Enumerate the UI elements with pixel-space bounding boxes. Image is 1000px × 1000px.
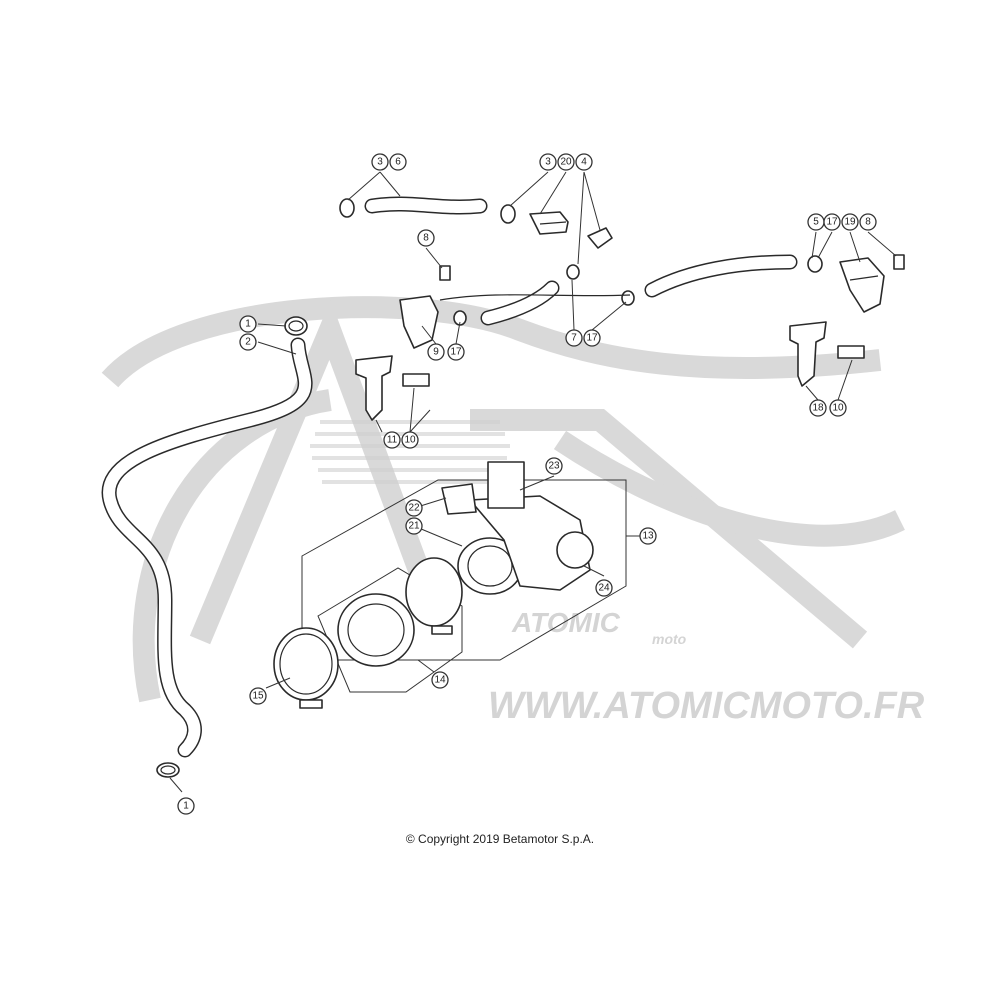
svg-text:6: 6 <box>395 157 401 168</box>
svg-text:23: 23 <box>548 461 560 472</box>
callout-17b[interactable]: 17 <box>447 343 465 361</box>
callout-17c[interactable]: 17 <box>583 329 601 347</box>
svg-text:8: 8 <box>423 233 429 244</box>
callout-21[interactable]: 21 <box>405 517 423 535</box>
svg-text:11: 11 <box>387 435 398 446</box>
callout-8[interactable]: 8 <box>417 229 435 247</box>
svg-text:13: 13 <box>642 531 654 542</box>
svg-text:24: 24 <box>598 583 610 594</box>
watermark: ATOMIC moto WWW.ATOMICMOTO.FR <box>101 296 925 727</box>
injector-left <box>355 355 430 421</box>
svg-text:20: 20 <box>560 157 572 168</box>
svg-text:3: 3 <box>545 157 551 168</box>
callout-23[interactable]: 23 <box>545 457 563 475</box>
callout-6[interactable]: 6 <box>389 153 407 171</box>
svg-text:1: 1 <box>245 319 251 330</box>
svg-text:10: 10 <box>404 435 416 446</box>
callout-11[interactable]: 11 <box>383 431 401 449</box>
callout-18[interactable]: 18 <box>809 399 827 417</box>
callout-3b[interactable]: 3 <box>539 153 557 171</box>
hose-top <box>339 196 516 224</box>
svg-text:19: 19 <box>844 217 856 228</box>
svg-text:17: 17 <box>826 217 838 228</box>
callout-19[interactable]: 19 <box>841 213 859 231</box>
hose-right <box>644 254 823 298</box>
callout-2[interactable]: 2 <box>239 333 257 351</box>
svg-text:3: 3 <box>377 157 383 168</box>
svg-text:5: 5 <box>813 217 819 228</box>
callout-5[interactable]: 5 <box>807 213 825 231</box>
callout-10[interactable]: 10 <box>401 431 419 449</box>
watermark-brand: ATOMIC <box>511 607 621 638</box>
svg-text:1: 1 <box>183 801 189 812</box>
callout-24[interactable]: 24 <box>595 579 613 597</box>
hose-clamp-bottom <box>156 762 180 778</box>
svg-text:18: 18 <box>812 403 824 414</box>
callout-4[interactable]: 4 <box>575 153 593 171</box>
copyright-notice: © Copyright 2019 Betamotor S.p.A. <box>405 832 595 846</box>
throttle-body <box>301 461 627 661</box>
svg-text:9: 9 <box>433 347 439 358</box>
callout-7[interactable]: 7 <box>565 329 583 347</box>
svg-text:4: 4 <box>581 157 587 168</box>
svg-text:15: 15 <box>252 691 264 702</box>
svg-text:21: 21 <box>408 521 420 532</box>
svg-text:8: 8 <box>865 217 871 228</box>
hose-left <box>101 337 313 758</box>
svg-text:7: 7 <box>571 333 577 344</box>
svg-text:22: 22 <box>408 503 420 514</box>
fuel-fitting-top <box>529 211 613 249</box>
callout-20[interactable]: 20 <box>557 153 575 171</box>
injector-right <box>789 321 865 387</box>
watermark-url: WWW.ATOMICMOTO.FR <box>488 685 925 727</box>
svg-text:17: 17 <box>586 333 598 344</box>
callout-13[interactable]: 13 <box>639 527 657 545</box>
callout-9[interactable]: 9 <box>427 343 445 361</box>
callout-14[interactable]: 14 <box>431 671 449 689</box>
svg-text:2: 2 <box>245 337 251 348</box>
clamp-15 <box>273 627 339 709</box>
callout-10b[interactable]: 10 <box>829 399 847 417</box>
callout-1b[interactable]: 1 <box>177 797 195 815</box>
callout-22[interactable]: 22 <box>405 499 423 517</box>
svg-text:17: 17 <box>450 347 462 358</box>
callout-15[interactable]: 15 <box>249 687 267 705</box>
hose-clamp-top <box>284 316 308 336</box>
svg-text:10: 10 <box>832 403 844 414</box>
svg-text:14: 14 <box>434 675 446 686</box>
callout-8b[interactable]: 8 <box>859 213 877 231</box>
callout-1[interactable]: 1 <box>239 315 257 333</box>
watermark-brand-sub: moto <box>652 631 687 647</box>
hose-middle <box>439 264 635 326</box>
callout-17[interactable]: 17 <box>823 213 841 231</box>
fuel-rail-right <box>839 254 905 313</box>
callouts: 1 2 3 6 3 20 4 8 5 17 19 8 9 17 7 17 11 … <box>177 153 877 815</box>
intake-boot <box>317 557 463 693</box>
callout-3[interactable]: 3 <box>371 153 389 171</box>
